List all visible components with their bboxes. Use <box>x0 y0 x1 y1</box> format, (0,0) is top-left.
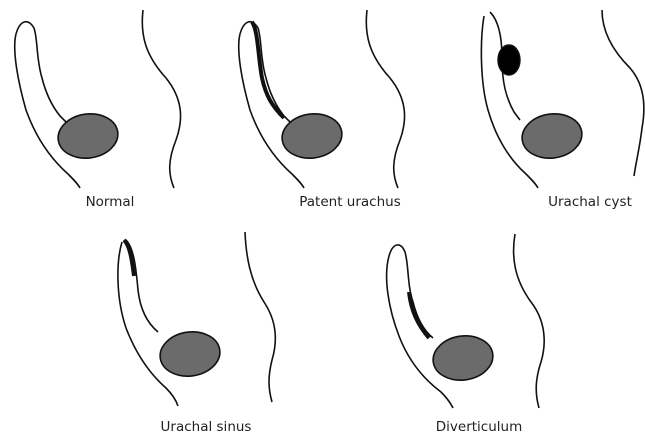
diverticulum-lining <box>409 292 429 338</box>
urachus-tract <box>240 22 290 122</box>
panel-normal: Normal <box>8 6 208 216</box>
diverticulum-diagram <box>375 228 575 413</box>
abdominal-wall <box>602 10 644 176</box>
anterior-wall <box>239 34 304 188</box>
normal-diagram <box>8 6 208 191</box>
panel-normal-label: Normal <box>0 194 220 210</box>
bladder <box>55 110 121 162</box>
panel-urachal-sinus: Urachal sinus <box>100 228 300 438</box>
abdominal-wall <box>142 10 180 188</box>
urachus-tract <box>16 22 66 122</box>
abdominal-wall <box>514 234 545 408</box>
urachal-cyst-diagram <box>462 6 645 191</box>
urachal-sinus-diagram <box>100 228 300 413</box>
bladder <box>279 110 345 162</box>
bladder <box>519 110 585 162</box>
anterior-wall <box>118 242 178 406</box>
abdominal-wall <box>366 10 404 188</box>
sinus-lining <box>124 240 134 276</box>
bladder <box>430 332 496 384</box>
patent-urachus-diagram <box>232 6 432 191</box>
panel-divert-label: Diverticulum <box>379 419 579 435</box>
panel-patent-label: Patent urachus <box>250 194 450 210</box>
panel-sinus-label: Urachal sinus <box>106 419 306 435</box>
patent-lining <box>252 22 284 118</box>
panel-urachal-cyst: Urachal cyst <box>462 6 645 216</box>
anterior-wall <box>387 256 453 408</box>
anterior-wall <box>15 34 80 188</box>
panel-cyst-label: Urachal cyst <box>490 194 645 210</box>
abdominal-wall <box>245 232 275 402</box>
panel-diverticulum: Diverticulum <box>375 228 575 438</box>
bladder <box>157 328 223 380</box>
panel-patent-urachus: Patent urachus <box>232 6 432 216</box>
urachal-cyst <box>498 45 520 75</box>
